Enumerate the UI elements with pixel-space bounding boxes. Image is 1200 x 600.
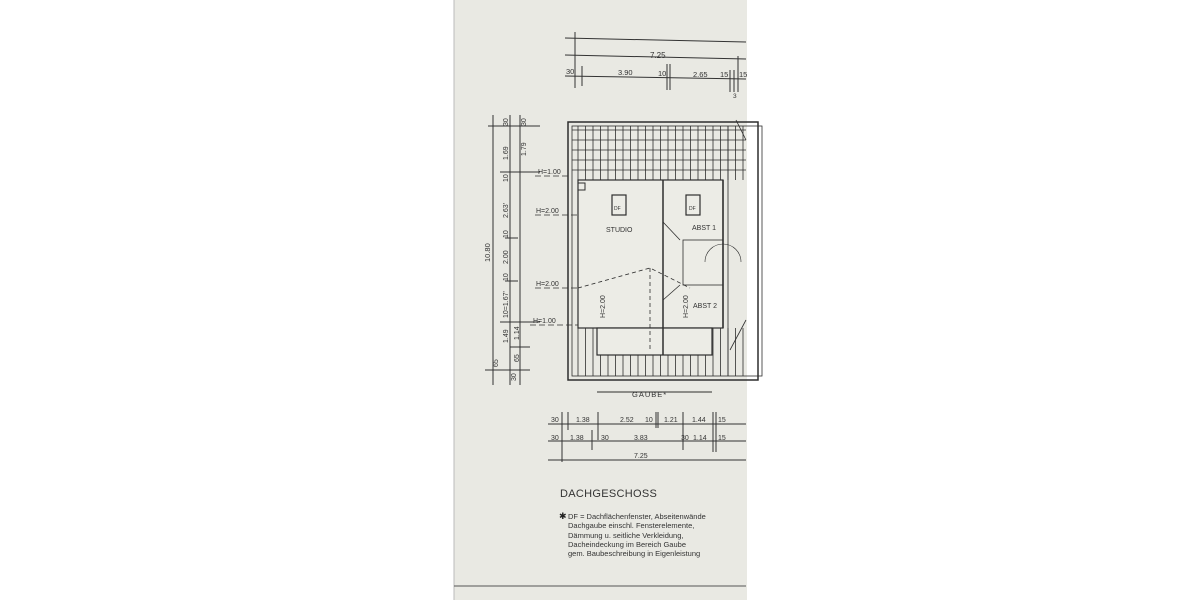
- bottom-dim: 10: [645, 417, 653, 424]
- left-dim: 2.63': [503, 203, 510, 218]
- bottom-dim: 30: [551, 435, 559, 442]
- top-dim: 3.90: [618, 68, 633, 77]
- bottom-dim: 1.44: [692, 417, 706, 424]
- left-dim: 2.00: [503, 250, 510, 264]
- top-dim: 15: [739, 70, 747, 79]
- room-label-studio: STUDIO: [606, 227, 633, 234]
- top-dim: 30: [566, 67, 574, 76]
- left-dim: 30: [503, 118, 510, 126]
- legend-star-icon: ✱: [559, 511, 567, 521]
- left-dim: 1.49: [503, 329, 510, 343]
- legend-line: gem. Baubeschreibung in Eigenleistung: [568, 549, 701, 559]
- bottom-dim: 30: [601, 435, 609, 442]
- height-label: H=1.00: [538, 169, 561, 176]
- left-dimensions: [485, 115, 540, 385]
- left-dim-labels: 30 1.69 10 2.63' 10 2.00 10 10=1.67' 1.4…: [493, 118, 528, 381]
- top-dimensions: [564, 32, 747, 92]
- plan-title: DACHGESCHOSS: [560, 488, 658, 500]
- left-dim: 1.79: [521, 142, 528, 156]
- bottom-dim: 15: [718, 417, 726, 424]
- bottom-dim: 15: [718, 435, 726, 442]
- left-dim: 65: [514, 354, 521, 362]
- left-dim: 10: [503, 273, 510, 281]
- height-label: H=2.00: [683, 295, 690, 318]
- left-dim: 1.69: [503, 146, 510, 160]
- legend-note: DF = Dachflächenfenster, Abseitenwände D…: [568, 512, 748, 558]
- bottom-dim: 3.83: [634, 435, 648, 442]
- height-label: H=1.00: [533, 318, 556, 325]
- bottom-dim-overall: 7.25: [634, 453, 648, 460]
- bottom-dim: 30: [551, 417, 559, 424]
- left-dim: 10: [503, 174, 510, 182]
- roof-window-label: DF: [689, 206, 696, 212]
- legend-line: DF = Dachflächenfenster, Abseitenwände: [568, 512, 706, 521]
- top-dim: 10: [658, 69, 666, 78]
- room-label-abst2: ABST 2: [693, 303, 717, 310]
- height-markers: [530, 175, 578, 326]
- bottom-dim: 1.21: [664, 417, 678, 424]
- top-dim: 15: [720, 70, 728, 79]
- top-dim-overall: 7.25: [650, 51, 666, 60]
- bottom-dim: 1.38: [576, 417, 590, 424]
- top-dim: 2.65: [693, 70, 708, 79]
- roof-window-label: DF: [614, 206, 621, 212]
- left-dim: 10=1.67': [503, 291, 510, 318]
- height-label: H=2.00: [600, 295, 607, 318]
- legend-line: Dacheindeckung im Bereich Gaube: [568, 539, 686, 549]
- bottom-dim: 30: [681, 435, 689, 442]
- left-dim: 30: [521, 118, 528, 126]
- height-label: H=2.00: [536, 208, 559, 215]
- bottom-dim: 1.14: [693, 435, 707, 442]
- bottom-dimensions: [548, 412, 746, 462]
- legend-line: Dämmung u. seitliche Verkleidung,: [568, 530, 684, 540]
- top-dim: 3: [733, 93, 737, 100]
- legend-line: Dachgaube einschl. Fensterelemente,: [568, 521, 695, 531]
- left-dim: 10: [503, 230, 510, 238]
- bottom-dim-labels: 30 1.38 2.52 10 1.21 1.44 15 30 1.38 30 …: [551, 417, 726, 460]
- dormer-label: GAUBE*: [632, 390, 667, 399]
- bottom-dim: 2.52: [620, 417, 634, 424]
- room-label-abst1: ABST 1: [692, 225, 716, 232]
- left-dim: 65: [493, 359, 500, 367]
- height-label: H=2.00: [536, 281, 559, 288]
- building-outline: [567, 119, 763, 393]
- left-dim-overall: 10.80: [483, 243, 492, 262]
- left-dim: 30: [511, 373, 518, 381]
- bottom-dim: 1.38: [570, 435, 584, 442]
- left-dim: 1.14: [514, 326, 521, 340]
